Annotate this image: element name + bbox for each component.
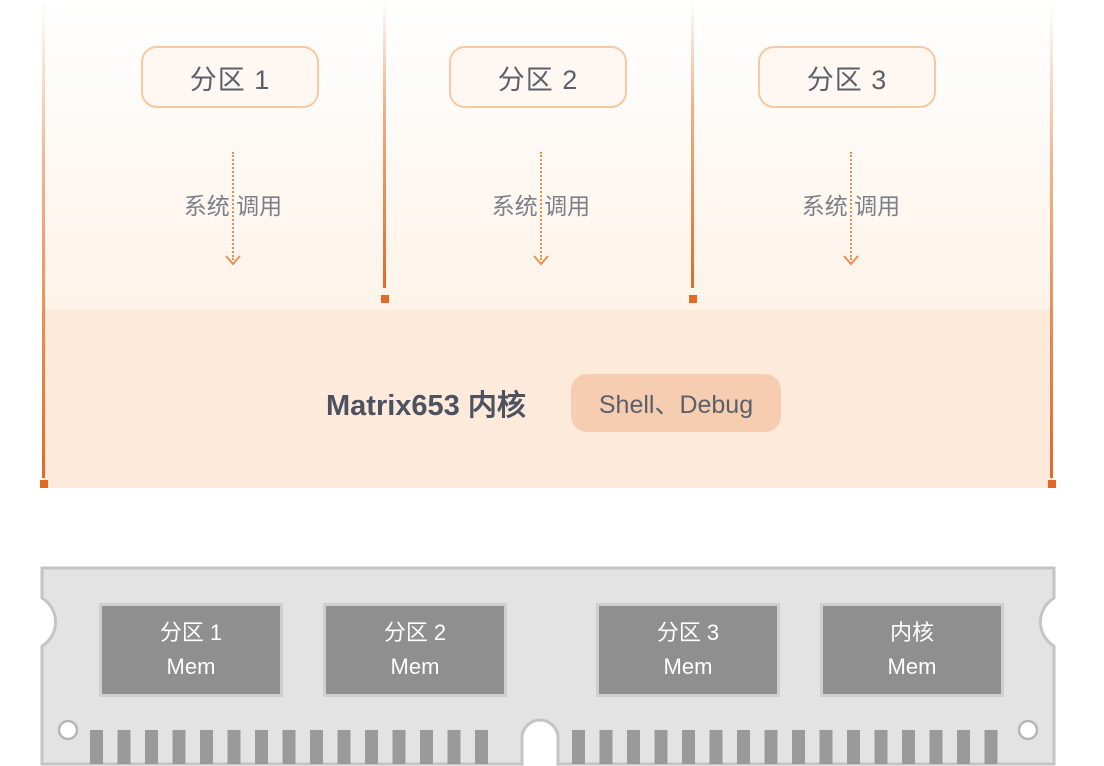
memory-pin [200,730,213,764]
memory-pin [282,730,296,764]
right-boundary-line [1050,0,1053,478]
memory-pin [929,730,943,764]
memory-pin [957,730,970,764]
memory-pin [117,730,131,764]
memory-pin [90,730,103,764]
memory-pin [392,730,406,764]
syscall-2-line [540,152,542,260]
kernel-title: Matrix653 内核 [326,390,526,422]
memory-pin [764,730,778,764]
memory-pin [654,730,668,764]
memory-stick-right-hole [1017,719,1039,741]
memory-pin [475,730,488,764]
partition-divider-2 [691,0,694,288]
memory-pin [420,730,433,764]
memory-pin [337,730,351,764]
memory-stick-pins [90,730,998,764]
memory-pin [819,730,833,764]
mem-chip-1-sub: Mem [166,654,216,679]
memory-stick-body [40,566,1056,766]
syscall-1-line [232,152,234,260]
mem-chip-2-name: 分区 2 [383,620,447,645]
memory-stick-left-hole [57,719,79,741]
memory-pin [310,730,323,764]
memory-pin [874,730,888,764]
syscall-1-arrow-icon [225,255,241,266]
memory-pin [627,730,640,764]
partition-2-label: 分区 2 [497,64,579,95]
right-boundary-marker [1048,480,1056,488]
syscall-2-label: 系统 调用 [491,193,591,219]
memory-pin [145,730,158,764]
partition-3-box: 分区 3 [758,46,936,108]
left-boundary-marker [40,480,48,488]
partition-1-label: 分区 1 [189,64,271,95]
shell-debug-label: Shell、Debug [598,391,754,419]
shell-debug-badge: Shell、Debug [571,374,781,432]
partition-divider-2-marker [689,295,697,303]
mem-chip-4-name: 内核 [889,620,934,645]
mem-chip-2-sub: Mem [390,654,440,679]
syscall-3-label: 系统 调用 [801,193,901,219]
memory-pin [737,730,750,764]
mem-chip-partition-2: 分区 2 Mem [323,603,507,697]
memory-pin [365,730,378,764]
partition-divider-1-marker [381,295,389,303]
partition-1-box: 分区 1 [141,46,319,108]
memory-pin [984,730,998,764]
partition-3-label: 分区 3 [806,64,888,95]
mem-chip-1-name: 分区 1 [159,620,223,645]
mem-chip-partition-3: 分区 3 Mem [596,603,780,697]
mem-chip-kernel: 内核 Mem [820,603,1004,697]
memory-pin [227,730,241,764]
memory-pin [447,730,461,764]
memory-pin [572,730,585,764]
syscall-2-arrow-icon [533,255,549,266]
syscall-1-label: 系统 调用 [183,193,283,219]
memory-pin [902,730,915,764]
mem-chip-partition-1: 分区 1 Mem [99,603,283,697]
syscall-3-arrow-icon [843,255,859,266]
mem-chip-3-name: 分区 3 [656,620,720,645]
mem-chip-3-sub: Mem [663,654,713,679]
memory-stick [40,566,1056,766]
partition-divider-1 [383,0,386,288]
mem-chip-4-sub: Mem [887,654,937,679]
memory-pin [709,730,723,764]
left-boundary-line [42,0,45,478]
memory-pin [682,730,695,764]
memory-pin [255,730,268,764]
memory-pin [792,730,805,764]
kernel-band [44,310,1052,488]
memory-pin [847,730,860,764]
memory-pin [172,730,186,764]
syscall-3-line [850,152,852,260]
memory-pin [599,730,613,764]
partition-2-box: 分区 2 [449,46,627,108]
